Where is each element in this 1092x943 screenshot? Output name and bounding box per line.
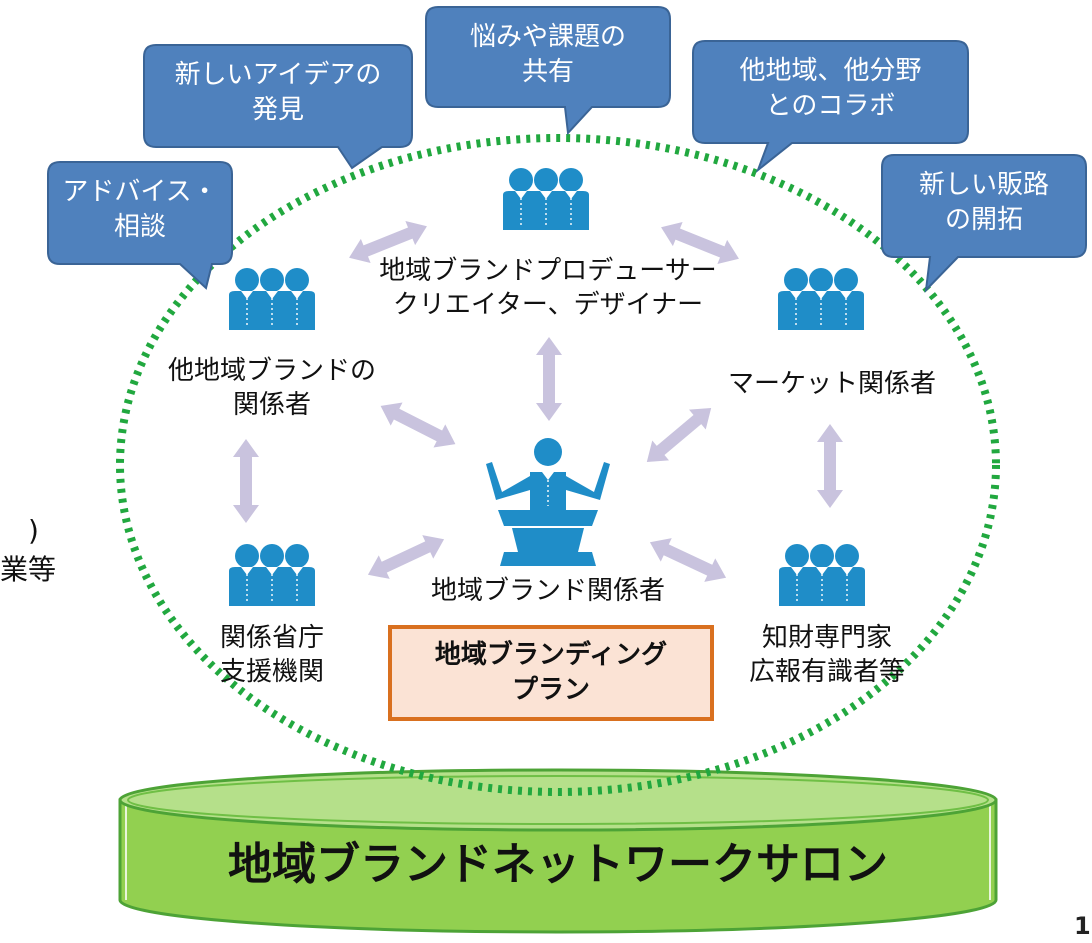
left-cut-text-2: 業等 xyxy=(0,553,57,586)
bubble-new-idea: 新しいアイデアの 発見 xyxy=(174,60,382,126)
bubble-collab: 他地域、他分野 とのコラボ xyxy=(739,56,922,122)
bubble-collab-shape xyxy=(692,40,969,174)
page-number: 1 xyxy=(1074,912,1091,940)
arrow-producer-local xyxy=(536,337,562,421)
network-circle xyxy=(116,134,1000,796)
salon-title: 地域ブランドネットワークサロン xyxy=(228,839,888,890)
bubble-new-channel: 新しい販路 の開拓 xyxy=(918,170,1049,236)
bubble-share-shape xyxy=(425,6,671,136)
producer-people-icon xyxy=(503,168,589,230)
market-people-icon xyxy=(778,268,864,330)
branding-plan-box: 地域ブランディング プラン xyxy=(388,625,714,721)
bubble-advice-shape xyxy=(47,161,233,290)
other-brand-people-icon xyxy=(229,268,315,330)
bubble-new-channel-shape xyxy=(881,154,1087,293)
other-brand-label: 他地域ブランドの 関係者 xyxy=(167,356,376,420)
bubble-advice: アドバイス・ 相談 xyxy=(62,177,218,243)
ip-people-icon xyxy=(779,544,865,606)
market-label: マーケット関係者 xyxy=(727,369,936,399)
bubble-new-idea-shape xyxy=(143,44,413,170)
producer-label: 地域ブランドプロデューサー クリエイター、デザイナー xyxy=(379,256,717,320)
ministry-people-icon xyxy=(229,544,315,606)
ministry-label: 関係省庁 支援機関 xyxy=(219,623,324,687)
local-label: 地域ブランド関係者 xyxy=(430,576,665,606)
branding-plan-line1: 地域ブランディング xyxy=(434,639,668,670)
speaker-podium-icon xyxy=(486,438,610,566)
ip-label: 知財専門家 広報有識者等 xyxy=(748,623,905,687)
branding-plan-line2: プラン xyxy=(511,675,590,705)
bubble-share: 悩みや課題の 共有 xyxy=(469,22,626,88)
left-cut-text-1: ) xyxy=(28,514,39,547)
salon-cylinder xyxy=(118,768,998,934)
arrow-market-local xyxy=(638,398,720,472)
arrow-other-brand-ministry xyxy=(233,439,259,523)
arrow-market-ip xyxy=(817,424,843,508)
